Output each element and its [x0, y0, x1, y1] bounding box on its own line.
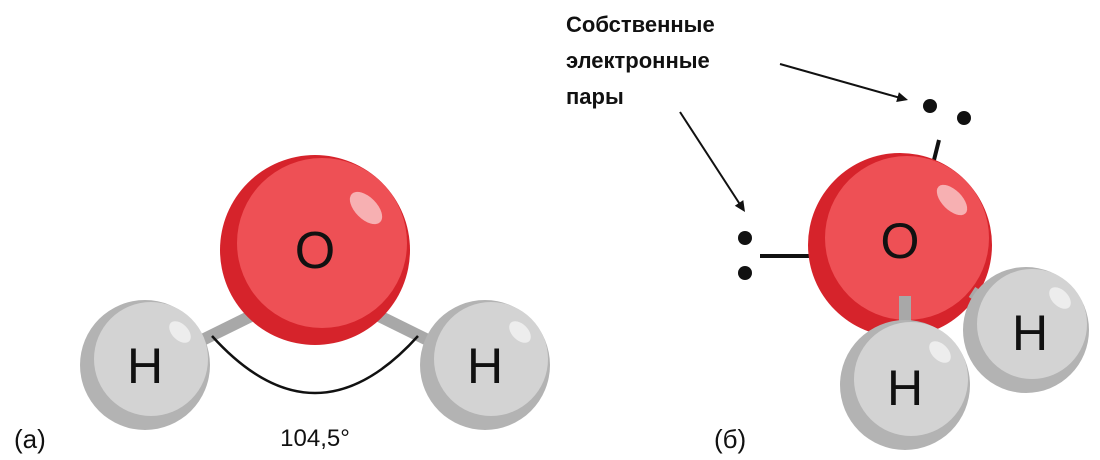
hydrogen-atom-left: H	[80, 300, 210, 430]
arrow-head	[896, 92, 908, 102]
panel-b: Собственные электронные пары	[566, 12, 1089, 454]
oxygen-atom-b: O	[808, 153, 992, 337]
electron-dot	[738, 231, 752, 245]
hydrogen-highlight	[1049, 287, 1071, 309]
arrow-to-top-pair	[779, 63, 908, 102]
arrow-head	[734, 200, 745, 212]
bond-angle-label: 104,5°	[280, 425, 350, 452]
electron-dot	[738, 266, 752, 280]
panel-a: O H H 104,5° (а)	[14, 155, 550, 454]
hydrogen-atom-right: H	[420, 300, 550, 430]
hydrogen-symbol: H	[127, 338, 163, 394]
hydrogen-atom-back: H	[963, 267, 1089, 393]
electron-dot	[923, 99, 937, 113]
oxygen-symbol: O	[295, 222, 335, 280]
hydrogen-symbol: H	[1012, 305, 1048, 361]
hydrogen-symbol: H	[467, 338, 503, 394]
hydrogen-highlight	[169, 321, 191, 343]
lone-pair-left	[738, 231, 818, 280]
electron-dot	[957, 111, 971, 125]
hydrogen-highlight	[509, 321, 531, 343]
oxygen-symbol: O	[881, 213, 920, 269]
oxygen-highlight	[349, 191, 383, 225]
hydrogen-atom-front: H	[840, 320, 970, 450]
hydrogen-symbol: H	[887, 360, 923, 416]
hydrogen-highlight	[929, 341, 951, 363]
panel-a-label: (а)	[14, 424, 46, 454]
arrow-shaft	[779, 63, 905, 100]
oxygen-atom-a: O	[220, 155, 410, 345]
oxygen-highlight	[936, 184, 968, 216]
bond-angle-arc	[211, 335, 419, 395]
annotation-line-2: электронные	[566, 48, 710, 73]
annotation-line-1: Собственные	[566, 12, 715, 37]
arrow-shaft	[679, 111, 744, 210]
panel-b-label: (б)	[714, 424, 746, 454]
arrow-to-left-pair	[679, 111, 745, 212]
annotation-line-3: пары	[566, 84, 624, 109]
